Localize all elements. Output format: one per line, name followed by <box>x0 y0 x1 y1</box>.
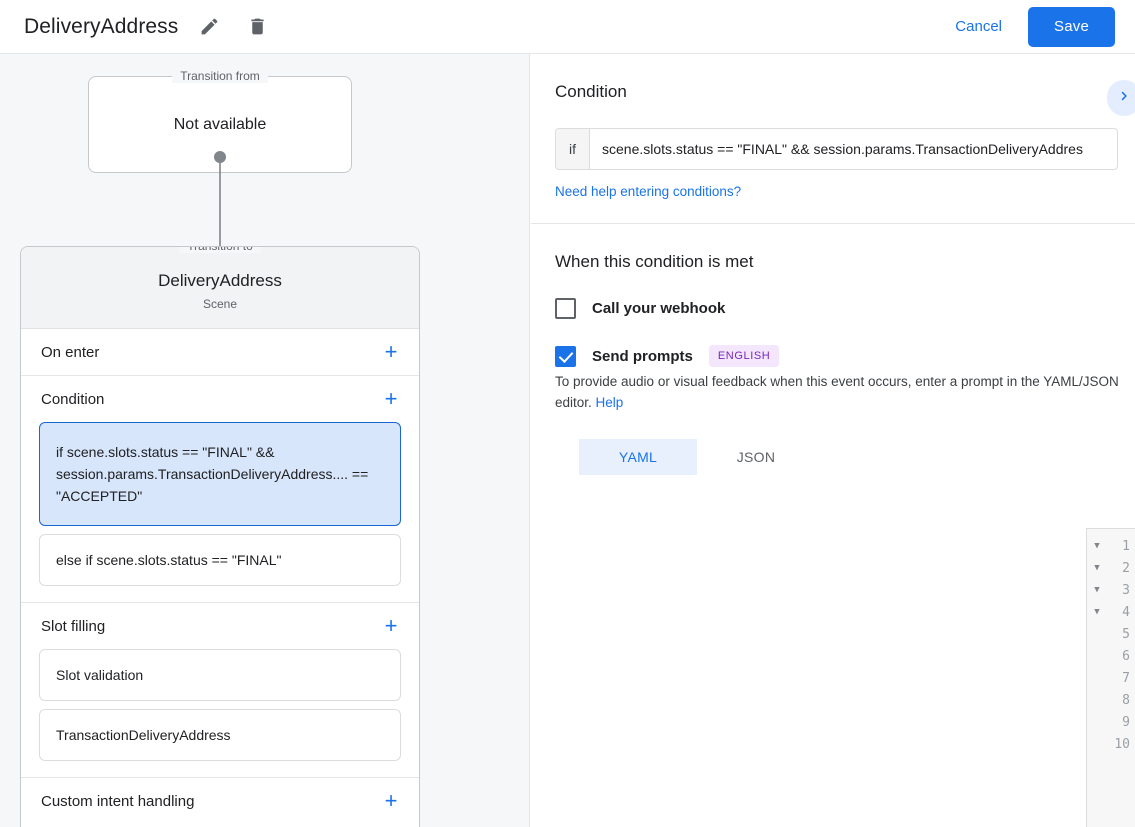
when-met-heading: When this condition is met <box>555 252 754 271</box>
transition-from-value: Not available <box>173 115 267 133</box>
section-header: Custom intent handling + <box>21 778 419 824</box>
prompts-help-link[interactable]: Help <box>595 395 624 410</box>
call-webhook-row[interactable]: Call your webhook <box>555 298 1135 319</box>
condition-heading: Condition <box>555 82 627 101</box>
line-number: 5 <box>1122 626 1130 642</box>
page-title: DeliveryAddress <box>24 14 179 38</box>
transition-to-legend: Transition to <box>179 247 261 253</box>
call-webhook-label: Call your webhook <box>592 300 726 317</box>
line-number: 10 <box>1114 736 1130 752</box>
add-icon[interactable]: + <box>384 339 398 364</box>
scene-section: On enter + <box>21 329 419 376</box>
list-item[interactable]: Slot validation <box>39 649 401 701</box>
send-prompts-row[interactable]: Send prompts ENGLISH <box>555 345 1135 367</box>
tab-json[interactable]: JSON <box>736 449 776 465</box>
section-header: Slot filling + <box>21 603 419 649</box>
fold-caret-icon[interactable]: ▼ <box>1094 563 1100 573</box>
scene-header: DeliveryAddress Scene <box>21 247 419 329</box>
list-item[interactable]: else if scene.slots.status == "FINAL" <box>39 534 401 586</box>
expand-panel-button[interactable] <box>1107 80 1135 116</box>
line-number: 2 <box>1122 560 1130 576</box>
transition-to-card: Transition to DeliveryAddress Scene On e… <box>20 246 420 827</box>
gutter-line: ▼2 <box>1087 557 1135 579</box>
delete-button[interactable] <box>240 10 274 44</box>
section-header: On enter + <box>21 329 419 375</box>
pencil-icon <box>199 16 220 37</box>
line-number: 9 <box>1122 714 1130 730</box>
section-title: Condition <box>41 390 105 408</box>
gutter-line: ▼1 <box>1087 535 1135 557</box>
scene-section: Custom intent handling + <box>21 778 419 824</box>
section-title: On enter <box>41 343 100 361</box>
fold-caret-icon[interactable]: ▼ <box>1094 541 1100 551</box>
prompts-helper-text: To provide audio or visual feedback when… <box>555 371 1121 413</box>
scene-sections: On enter + Condition + if scene.slots.status… <box>21 329 419 824</box>
condition-help-link[interactable]: Need help entering conditions? <box>555 184 742 199</box>
section-title: Custom intent handling <box>41 792 195 810</box>
gutter-line: 6 <box>1087 645 1135 667</box>
right-detail-panel: Condition if Need help entering conditio… <box>531 54 1135 827</box>
condition-input-group: if <box>555 128 1118 170</box>
line-number: 1 <box>1122 538 1130 554</box>
fold-caret-icon[interactable]: ▼ <box>1094 607 1100 617</box>
line-number: 3 <box>1122 582 1130 598</box>
line-number: 6 <box>1122 648 1130 664</box>
list-item[interactable]: TransactionDeliveryAddress <box>39 709 401 761</box>
gutter-line: ▼4 <box>1087 601 1135 623</box>
scene-section: Condition + if scene.slots.status == "FINA… <box>21 376 419 603</box>
add-icon[interactable]: + <box>384 386 398 411</box>
scene-name: DeliveryAddress <box>158 270 282 290</box>
when-condition-met-section: When this condition is met Call your web… <box>531 224 1135 475</box>
prompts-helper-sentence: To provide audio or visual feedback when… <box>555 374 1119 410</box>
tab-yaml[interactable]: YAML <box>579 439 697 475</box>
transition-from-legend: Transition from <box>172 69 268 83</box>
send-prompts-label: Send prompts <box>592 347 693 365</box>
save-button[interactable]: Save <box>1028 6 1115 47</box>
add-icon[interactable]: + <box>384 613 398 638</box>
section-title: Slot filling <box>41 617 106 635</box>
condition-if-prefix: if <box>556 129 590 169</box>
scene-type: Scene <box>202 296 238 311</box>
left-graph-panel: Transition from Not available Transition… <box>0 54 530 827</box>
condition-section: Condition if Need help entering conditio… <box>531 54 1135 224</box>
edit-name-button[interactable] <box>192 10 226 44</box>
top-app-bar: DeliveryAddress Cancel Save <box>0 0 1135 54</box>
condition-expression-input[interactable] <box>590 129 1117 169</box>
line-number: 4 <box>1122 604 1130 620</box>
call-webhook-checkbox[interactable] <box>555 298 576 319</box>
send-prompts-checkbox[interactable] <box>555 345 576 367</box>
gutter-line: 5 <box>1087 623 1135 645</box>
cancel-button[interactable]: Cancel <box>941 10 1016 43</box>
chevron-right-icon <box>1115 87 1133 110</box>
section-header: Condition + <box>21 376 419 422</box>
gutter-line: 10 <box>1087 733 1135 755</box>
language-badge: ENGLISH <box>708 345 780 367</box>
line-number: 7 <box>1122 670 1130 686</box>
fold-caret-icon[interactable]: ▼ <box>1094 585 1100 595</box>
gutter-line: 8 <box>1087 689 1135 711</box>
line-number: 8 <box>1122 692 1130 708</box>
condition-chip-selected[interactable]: if scene.slots.status == "FINAL" && sess… <box>39 422 401 526</box>
gutter-line: 7 <box>1087 667 1135 689</box>
editor-format-tabs: YAML JSON <box>579 439 1135 475</box>
trash-icon <box>247 16 268 37</box>
add-icon[interactable]: + <box>384 788 398 813</box>
gutter-line: ▼3 <box>1087 579 1135 601</box>
gutter-line: 9 <box>1087 711 1135 733</box>
